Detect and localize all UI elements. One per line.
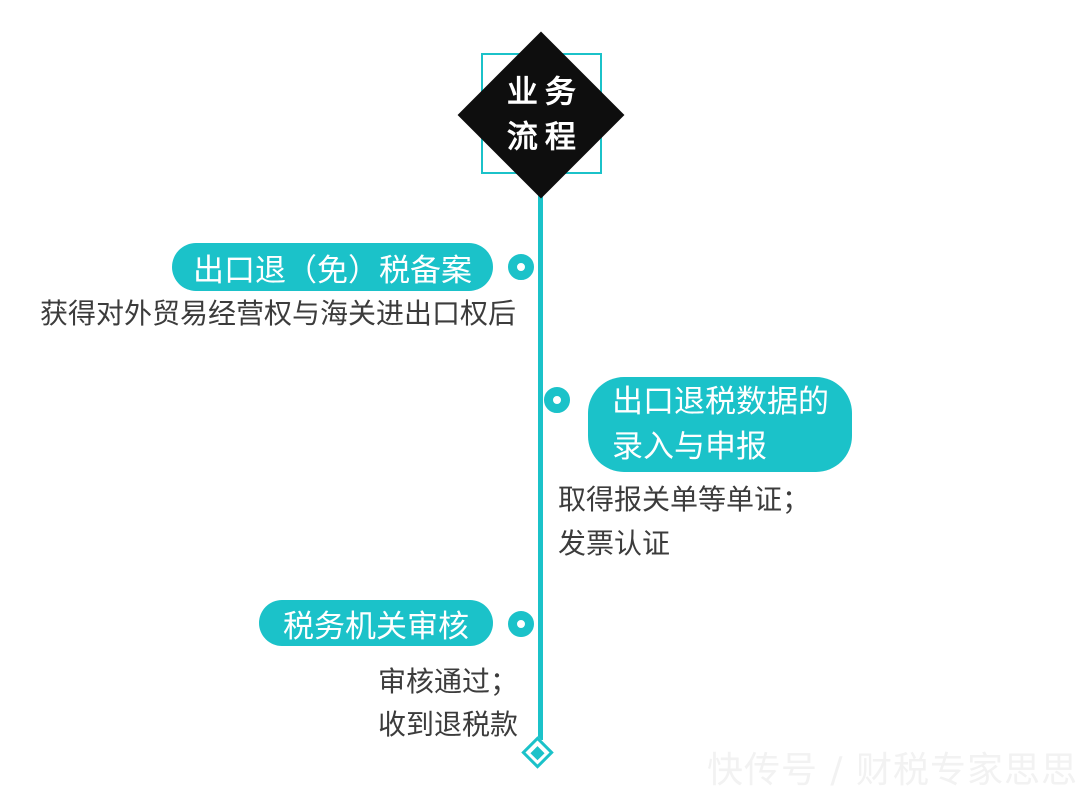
step2-label-line-1: 出口退税数据的	[612, 383, 829, 420]
step3-label-pill: 税务机关审核	[259, 600, 493, 646]
step1-label-pill: 出口退（免）税备案	[172, 243, 493, 291]
timeline-node-1	[508, 254, 534, 280]
watermark-text: 快传号 / 财税专家思思	[706, 750, 1078, 791]
step3-description: 审核通过； 收到退税款	[378, 660, 518, 746]
step3-desc-line-1: 审核通过；	[378, 665, 519, 698]
step2-description: 取得报关单等单证； 发票认证	[558, 478, 810, 566]
step2-desc-line-1: 取得报关单等单证；	[558, 483, 811, 516]
title-text: 业务 流程	[500, 70, 583, 160]
step3-label: 税务机关审核	[283, 608, 469, 645]
step2-desc-line-2: 发票认证	[558, 527, 671, 560]
step2-label-line-2: 录入与申报	[612, 428, 767, 465]
title-line-1: 业务	[506, 74, 583, 110]
step1-description: 获得对外贸易经营权与海关进出口权后	[40, 297, 516, 331]
timeline-node-3	[508, 611, 534, 637]
title-line-2: 流程	[506, 119, 583, 155]
step2-label-pill: 出口退税数据的 录入与申报	[588, 377, 852, 472]
step1-desc-line-1: 获得对外贸易经营权与海关进出口权后	[40, 297, 517, 330]
timeline-end-diamond-inner	[530, 745, 545, 760]
timeline-end-diamond	[521, 736, 554, 769]
step3-desc-line-2: 收到退税款	[378, 708, 519, 741]
step1-label: 出口退（免）税备案	[193, 252, 472, 289]
timeline-node-2	[544, 387, 570, 413]
timeline-line	[538, 150, 543, 740]
